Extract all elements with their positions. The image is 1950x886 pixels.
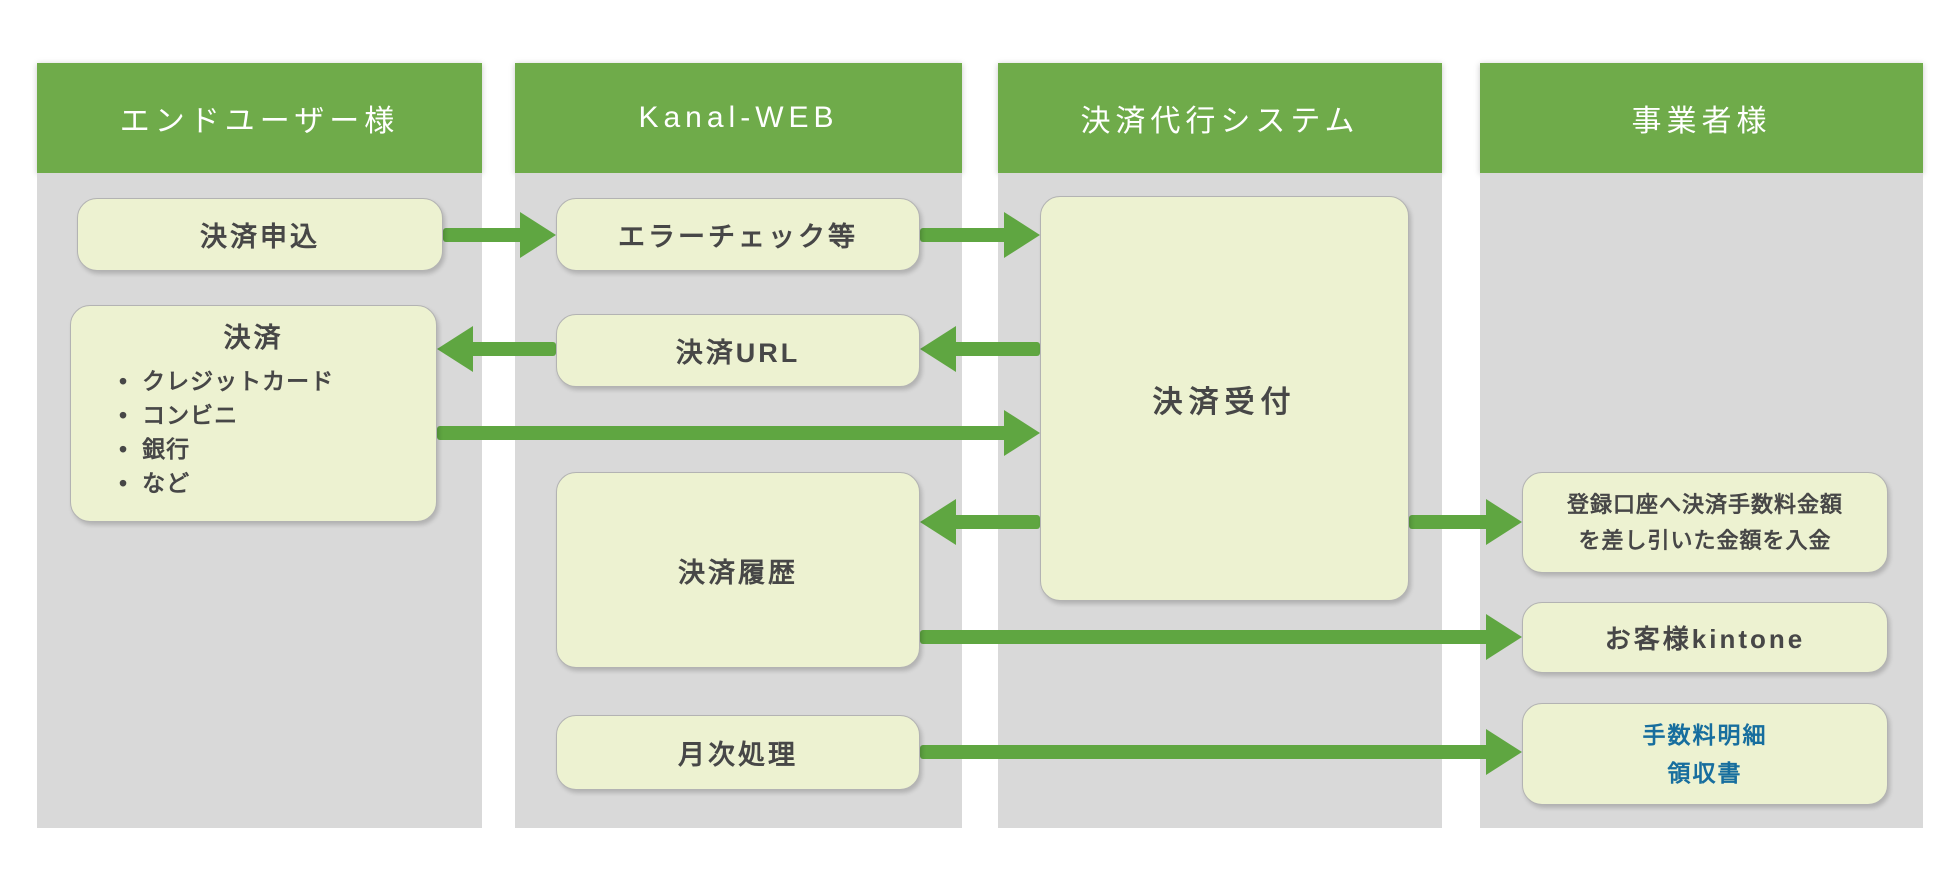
arrow-shaft [463,342,556,356]
node-receipt-line2: 領収書 [1667,760,1743,786]
arrow-payment-to-accept [437,410,1040,456]
arrowhead-icon [437,326,473,372]
arrow-shaft [920,745,1496,759]
node-kintone: お客様kintone [1522,602,1888,673]
node-payment-history: 決済履歴 [556,472,920,668]
arrow-history-to-kintone [920,614,1522,660]
arrow-shaft [920,630,1496,644]
arrowhead-icon [1486,729,1522,775]
arrowhead-icon [920,499,956,545]
node-payment-url-label: 決済URL [675,338,801,368]
node-payment-history-label: 決済履歴 [678,557,798,588]
arrowhead-icon [1004,410,1040,456]
payment-method-item: • クレジットカード [119,364,436,398]
arrow-accept-to-url [920,326,1040,372]
arrow-accept-to-deposit [1409,499,1522,545]
arrow-monthly-to-receipt [920,729,1522,775]
node-payment-url: 決済URL [556,314,920,387]
bullet-glyph: • [119,368,129,394]
node-deposit-line1: 登録口座へ決済手数料金額 [1566,491,1843,517]
node-deposit-line2: を差し引いた金額を入金 [1578,527,1832,553]
node-receipt-line1: 手数料明細 [1642,722,1768,748]
arrow-shaft [946,515,1040,529]
arrowhead-icon [520,212,556,258]
arrow-accept-to-history [920,499,1040,545]
payment-method-label: など [142,470,191,496]
arrow-shaft [946,342,1040,356]
lane-header-kanal-web: Kanal-WEB [515,63,962,173]
bullet-glyph: • [119,470,129,496]
arrowhead-icon [1004,212,1040,258]
arrowhead-icon [1486,499,1522,545]
node-monthly-process: 月次処理 [556,715,920,790]
payment-method-item: • など [119,466,436,500]
node-error-check: エラーチェック等 [556,198,920,271]
arrowhead-icon [920,326,956,372]
node-payment: 決済 • クレジットカード • コンビニ • 銀行 • など [70,305,437,522]
arrow-shaft [1409,515,1496,529]
node-monthly-process-label: 月次処理 [678,740,798,770]
node-payment-accept: 決済受付 [1040,196,1409,601]
node-deposit: 登録口座へ決済手数料金額 を差し引いた金額を入金 [1522,472,1888,573]
payment-method-item: • コンビニ [119,398,436,432]
lane-header-business-operator: 事業者様 [1480,63,1923,173]
payment-method-label: コンビニ [142,402,239,428]
node-error-check-label: エラーチェック等 [618,222,858,252]
bullet-glyph: • [119,436,129,462]
node-receipt: 手数料明細 領収書 [1522,703,1888,805]
payment-method-list: • クレジットカード • コンビニ • 銀行 • など [71,364,436,500]
bullet-glyph: • [119,402,129,428]
node-payment-title: 決済 [223,323,284,353]
lane-header-end-user: エンドユーザー様 [37,63,482,173]
payment-method-item: • 銀行 [119,432,436,466]
node-payment-apply: 決済申込 [77,198,443,271]
node-kintone-label: お客様kintone [1604,624,1806,654]
node-payment-accept-label: 決済受付 [1152,385,1297,419]
arrow-shaft [437,426,1014,440]
arrow-shaft [443,228,530,242]
arrow-url-to-payment [437,326,556,372]
payment-method-label: 銀行 [142,436,191,462]
lane-header-payment-agency-system: 決済代行システム [998,63,1442,173]
arrow-shaft [920,228,1014,242]
node-payment-apply-label: 決済申込 [200,222,320,252]
payment-method-label: クレジットカード [142,368,335,394]
arrow-apply-to-error-check [443,212,556,258]
arrow-error-check-to-accept [920,212,1040,258]
arrowhead-icon [1486,614,1522,660]
